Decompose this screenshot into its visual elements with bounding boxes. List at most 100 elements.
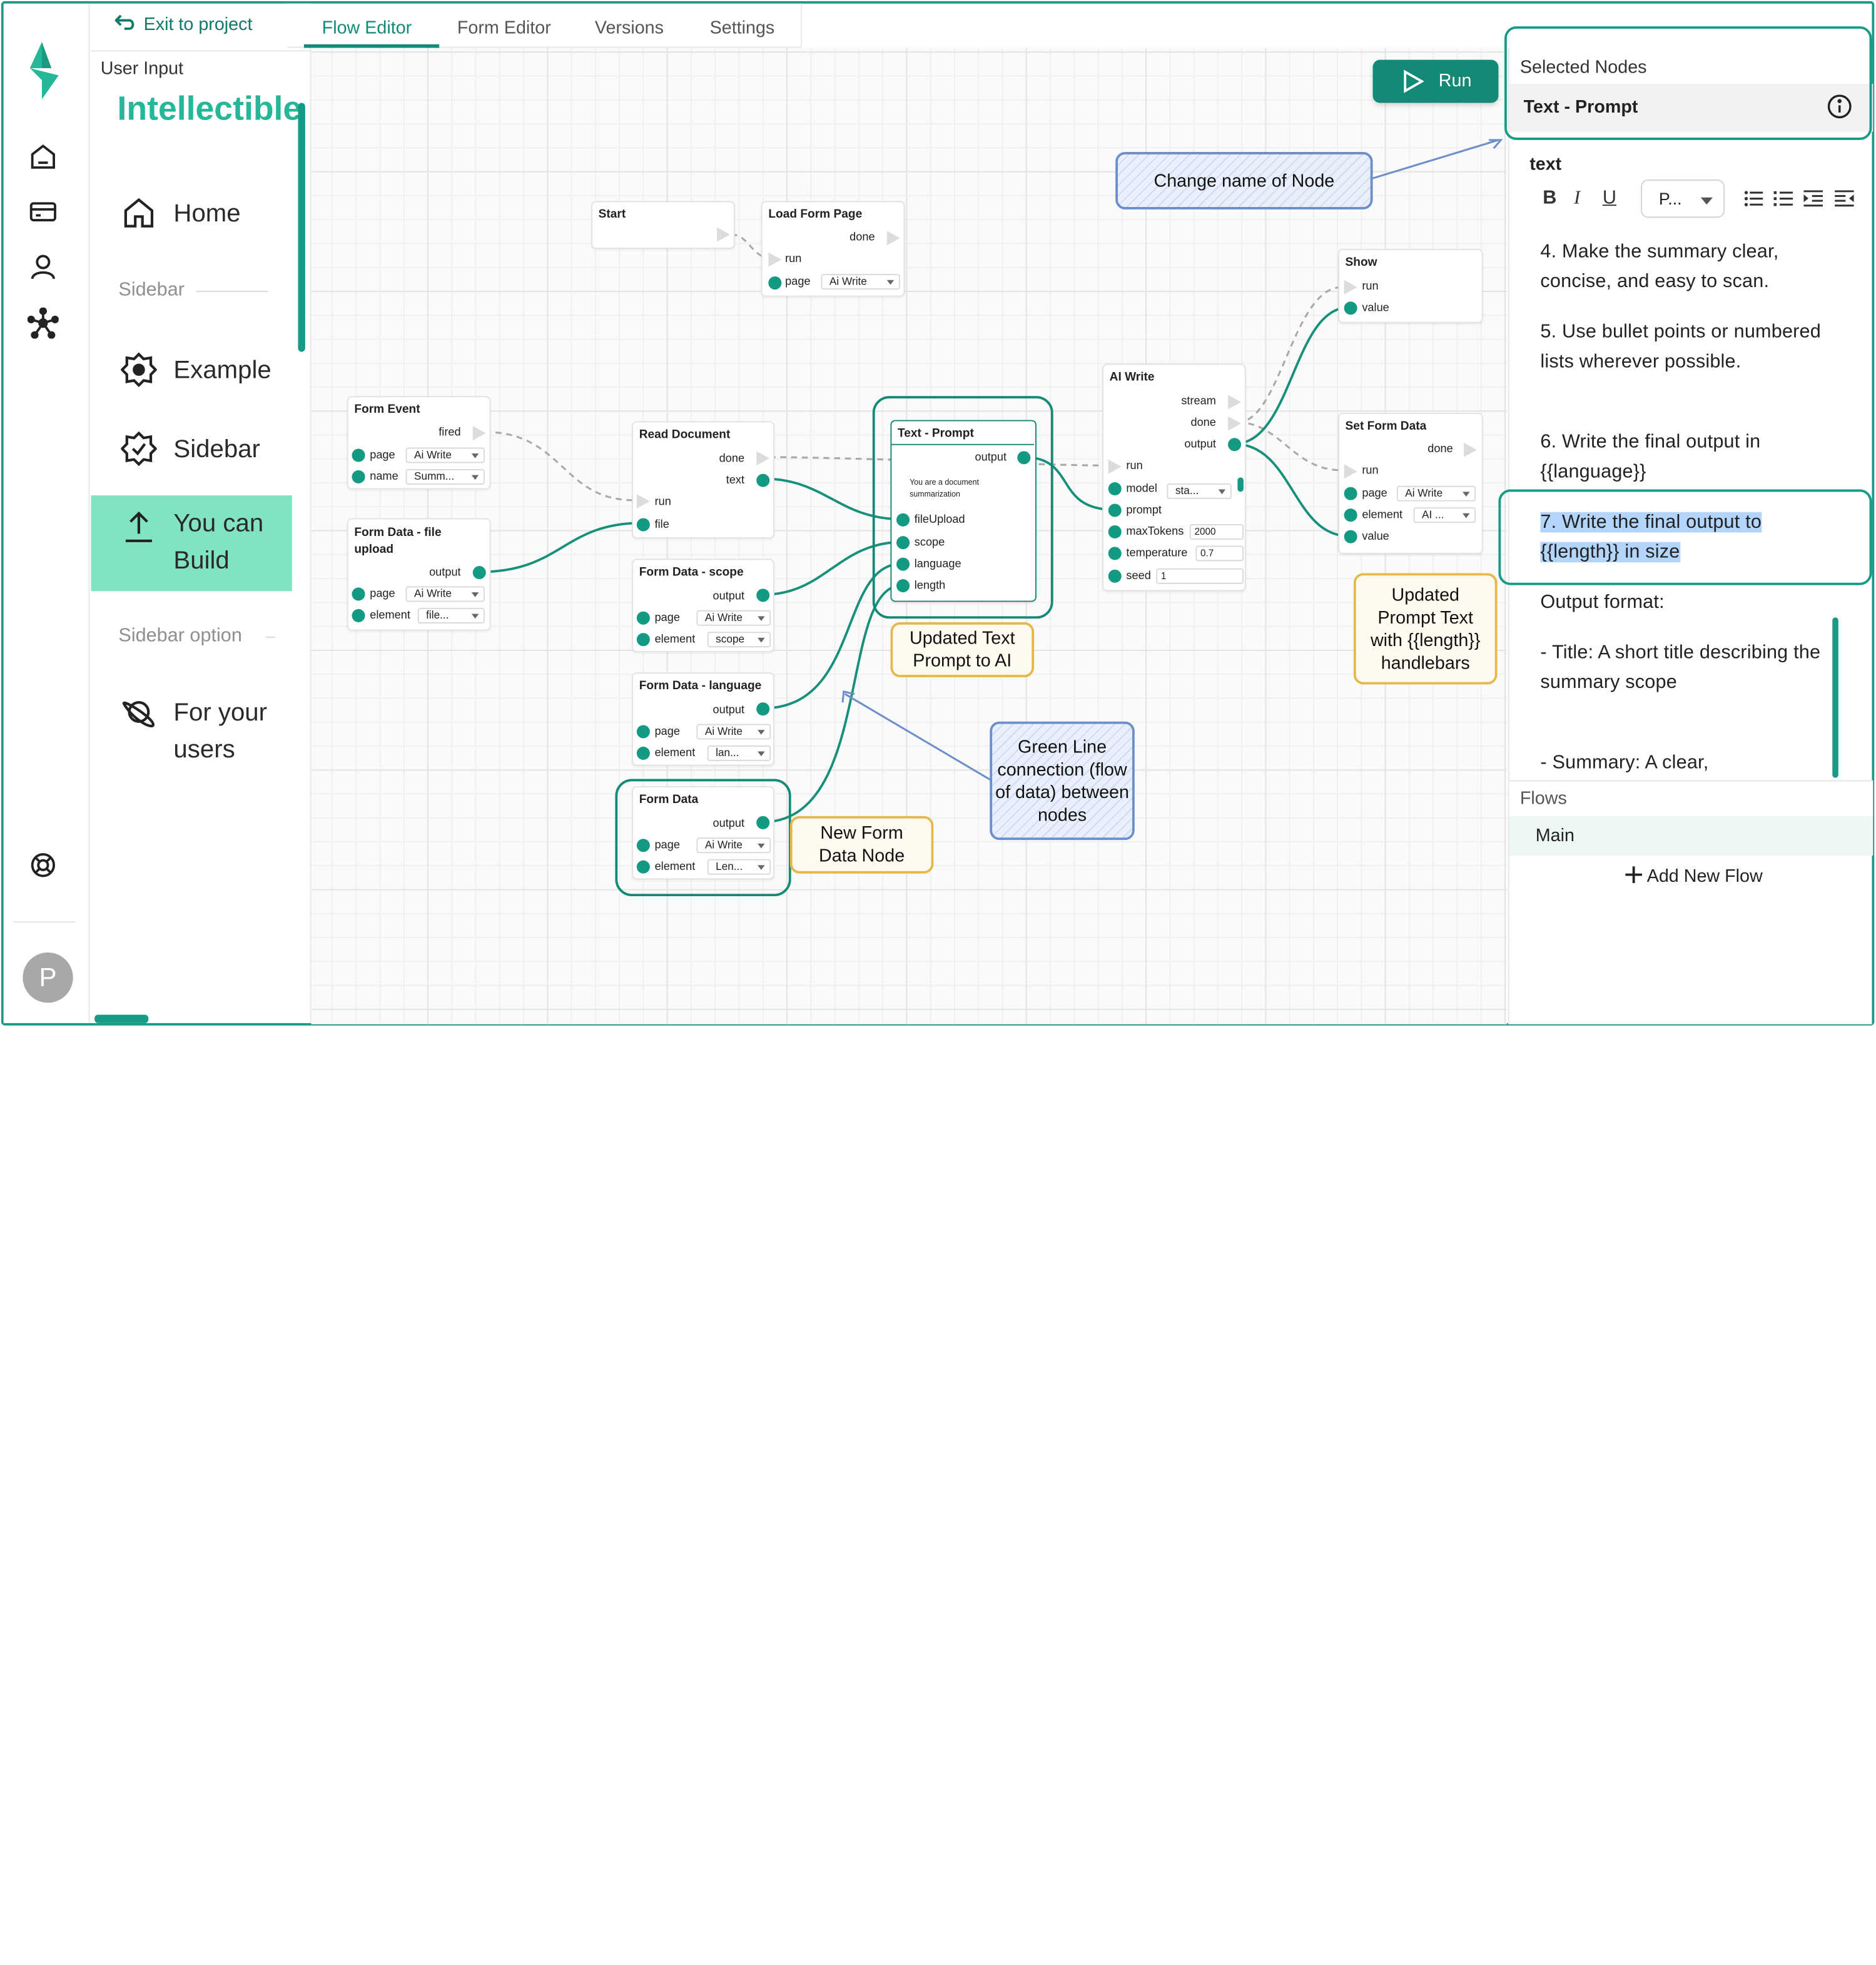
output-port[interactable] <box>1228 438 1242 452</box>
output-port[interactable] <box>1017 451 1031 465</box>
preview-scrollbar[interactable] <box>298 103 305 352</box>
input-port[interactable] <box>636 746 650 760</box>
input-port[interactable] <box>896 579 910 593</box>
user-icon[interactable] <box>28 251 59 283</box>
node-start[interactable]: Start <box>591 201 735 249</box>
input-port[interactable] <box>1344 530 1357 543</box>
help-ring-icon[interactable] <box>28 849 59 881</box>
preview-nav-for-your-users[interactable]: For your users <box>91 687 292 770</box>
input-port[interactable] <box>352 587 365 601</box>
input-port[interactable] <box>1108 569 1122 583</box>
input-port[interactable] <box>636 839 650 852</box>
element-select[interactable]: AI ... <box>1413 507 1476 523</box>
input-port[interactable] <box>768 276 782 290</box>
indent-icon[interactable] <box>1803 190 1823 207</box>
card-icon[interactable] <box>28 196 59 228</box>
max-tokens-input[interactable]: 2000 <box>1189 524 1244 540</box>
exec-in-port[interactable] <box>1344 464 1357 479</box>
input-port[interactable] <box>636 518 650 532</box>
input-port[interactable] <box>636 633 650 647</box>
page-select[interactable]: Ai Write <box>696 837 771 854</box>
exec-out-port[interactable] <box>886 231 900 246</box>
node-form-data-scope[interactable]: Form Data - scope output page Ai Write e… <box>632 558 774 652</box>
node-load-form-page[interactable]: Load Form Page done run page Ai Write <box>761 201 905 297</box>
exec-out-port[interactable] <box>1228 416 1242 431</box>
editor-scrollbar[interactable] <box>1832 617 1838 778</box>
selected-node-row[interactable]: Text - Prompt <box>1509 83 1873 132</box>
outdent-icon[interactable] <box>1835 190 1854 207</box>
input-port[interactable] <box>352 470 365 483</box>
logo-icon[interactable] <box>25 39 63 101</box>
seed-input[interactable]: 1 <box>1156 568 1244 584</box>
home-icon[interactable] <box>28 141 59 173</box>
node-text-prompt[interactable]: Text - Prompt output You are a document … <box>890 420 1037 602</box>
editor-paragraph-selected[interactable]: 7. Write the final output to {{length}} … <box>1540 507 1827 567</box>
node-form-data[interactable]: Form Data output page Ai Write element L… <box>632 786 774 880</box>
page-select[interactable]: Ai Write <box>696 610 771 626</box>
input-port[interactable] <box>352 609 365 622</box>
avatar[interactable]: P <box>23 952 73 1003</box>
underline-button[interactable]: U <box>1602 188 1617 208</box>
exit-to-project-link[interactable]: Exit to project <box>114 13 252 34</box>
tab-versions[interactable]: Versions <box>594 18 664 39</box>
exec-out-port[interactable] <box>717 227 731 242</box>
node-show[interactable]: Show run value <box>1338 248 1483 323</box>
add-new-flow-button[interactable]: Add New Flow <box>1625 866 1763 887</box>
editor-paragraph[interactable]: 6. Write the final output in {{language}… <box>1540 432 1761 483</box>
page-select[interactable]: Ai Write <box>1396 485 1476 502</box>
info-icon[interactable] <box>1827 93 1853 119</box>
output-port[interactable] <box>756 702 770 716</box>
run-button[interactable]: Run <box>1372 59 1499 103</box>
output-port[interactable] <box>472 565 486 580</box>
selected-node-name[interactable]: Text - Prompt <box>1523 96 1638 118</box>
bullet-list-icon[interactable] <box>1744 190 1763 207</box>
output-port[interactable] <box>756 588 770 602</box>
node-form-data-file-upload[interactable]: Form Data - file upload output page Ai W… <box>347 518 491 631</box>
editor-paragraph[interactable]: 5. Use bullet points or numbered lists w… <box>1540 321 1821 373</box>
exec-out-port[interactable] <box>472 426 486 441</box>
exec-in-port[interactable] <box>768 252 782 267</box>
editor-paragraph[interactable]: 4. Make the summary clear, concise, and … <box>1540 241 1779 292</box>
flow-item-main[interactable]: Main <box>1509 816 1873 856</box>
exec-in-port[interactable] <box>1108 459 1122 474</box>
exec-in-port[interactable] <box>636 494 650 509</box>
editor-paragraph[interactable]: - Title: A short title describing the su… <box>1540 642 1821 693</box>
node-form-event[interactable]: Form Event fired page Ai Write name Summ… <box>347 396 491 490</box>
bold-button[interactable]: B <box>1543 188 1557 208</box>
page-select[interactable]: Ai Write <box>821 274 900 290</box>
horizontal-scrollbar[interactable] <box>94 1014 149 1023</box>
node-ai-write[interactable]: AI Write stream done output run model st… <box>1102 363 1246 592</box>
page-select[interactable]: Ai Write <box>696 724 771 740</box>
input-port[interactable] <box>896 513 910 527</box>
tab-form-editor[interactable]: Form Editor <box>457 18 551 39</box>
input-port[interactable] <box>1108 547 1122 560</box>
node-read-document[interactable]: Read Document done text run file <box>632 421 774 538</box>
input-port[interactable] <box>1108 525 1122 538</box>
page-select[interactable]: Ai Write <box>405 586 485 602</box>
input-port[interactable] <box>352 448 365 462</box>
page-select[interactable]: Ai Write <box>405 447 485 463</box>
node-form-data-language[interactable]: Form Data - language output page Ai Writ… <box>632 672 774 766</box>
input-port[interactable] <box>636 860 650 874</box>
tab-flow-editor[interactable]: Flow Editor <box>322 18 412 39</box>
tab-settings[interactable]: Settings <box>709 18 775 39</box>
input-port[interactable] <box>1108 503 1122 517</box>
preview-nav-sidebar[interactable]: Sidebar <box>91 425 292 475</box>
temperature-input[interactable]: 0.7 <box>1195 545 1244 562</box>
input-port[interactable] <box>636 725 650 739</box>
model-select[interactable]: sta... <box>1167 483 1232 499</box>
input-port[interactable] <box>896 557 910 571</box>
input-port[interactable] <box>896 536 910 550</box>
input-port[interactable] <box>1108 482 1122 496</box>
mini-scrollbar[interactable] <box>1237 477 1244 492</box>
prompt-text-editor[interactable]: 4. Make the summary clear, concise, and … <box>1509 228 1873 778</box>
input-port[interactable] <box>1344 487 1357 500</box>
element-select[interactable]: file... <box>417 607 485 624</box>
italic-button[interactable]: I <box>1573 188 1581 208</box>
element-select[interactable]: Len... <box>707 859 771 875</box>
preview-nav-home[interactable]: Home <box>91 188 292 238</box>
input-port[interactable] <box>1344 508 1357 522</box>
preview-nav-example[interactable]: Example <box>91 346 292 396</box>
element-select[interactable]: scope <box>707 632 771 648</box>
exec-out-port[interactable] <box>1463 442 1478 457</box>
